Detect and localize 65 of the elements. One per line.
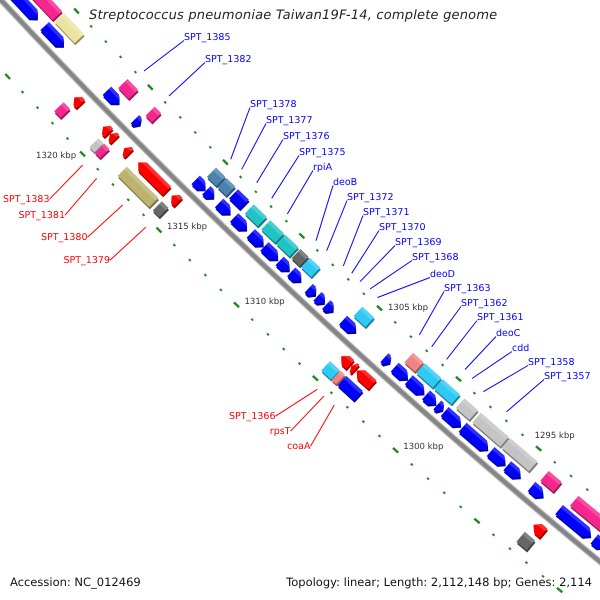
gene-label: SPT_1357 <box>544 372 590 382</box>
leader-line <box>110 226 146 261</box>
gene-label: SPT_1366 <box>229 412 276 422</box>
gene-label: SPT_1379 <box>64 256 110 266</box>
scale-label: 1300 kbp <box>403 443 444 452</box>
leader-line <box>326 200 348 252</box>
leader-line <box>87 204 124 238</box>
gene-label: deoC <box>496 329 520 340</box>
gene-label: SPT_1361 <box>477 313 524 324</box>
leader-line <box>271 155 300 199</box>
gene-label: SPT_1382 <box>205 55 252 66</box>
gene-label: SPT_1385 <box>184 33 230 44</box>
gene-label: coaA <box>287 442 310 452</box>
leader-line <box>168 62 206 96</box>
leader-line <box>286 170 314 214</box>
leader-line <box>377 277 430 298</box>
leader-line <box>506 379 544 412</box>
scale-label: 1305 kbp <box>388 304 428 313</box>
gene-label: SPT_1376 <box>283 132 330 142</box>
leader-line <box>446 320 478 360</box>
leader-line <box>360 245 396 282</box>
leader-line <box>290 396 324 432</box>
gene-label: SPT_1383 <box>3 195 50 206</box>
scale-label: 1320 kbp <box>36 152 76 162</box>
gene-label: SPT_1368 <box>412 253 458 264</box>
scale-label: 1310 kbp <box>244 298 285 308</box>
scale-label: 1315 kbp <box>167 223 208 233</box>
gene-label: SPT_1362 <box>461 299 508 310</box>
leader-line <box>431 306 462 348</box>
gene-label: SPT_1372 <box>347 193 394 204</box>
leader-line <box>418 291 444 336</box>
gene-label: deoB <box>333 178 358 188</box>
leader-line <box>241 123 266 170</box>
leader-line <box>256 139 284 184</box>
gene-label: SPT_1363 <box>444 284 490 294</box>
gene-label: SPT_1380 <box>41 233 88 244</box>
gene-label: SPT_1371 <box>363 208 410 218</box>
gene-label: SPT_1369 <box>395 238 442 248</box>
diagram-title: Streptococcus pneumoniae Taiwan19F-14, complete genome <box>89 9 498 24</box>
leader-line <box>275 388 318 417</box>
leader-line <box>342 215 364 266</box>
scale-label: 1295 kbp <box>534 432 575 441</box>
leader-line <box>351 230 380 274</box>
gene-label: cdd <box>512 344 530 354</box>
leader-line <box>472 351 512 379</box>
leader-line <box>144 40 184 72</box>
gene-label: rpiA <box>313 163 332 174</box>
gene-label: SPT_1378 <box>250 100 296 110</box>
gene-label: deoD <box>430 270 456 280</box>
gene-label: SPT_1358 <box>528 358 574 368</box>
gene-label: rpsT <box>270 427 290 438</box>
genome-stats-text: Topology: linear; Length: 2,112,148 bp; Genes: 2,114 <box>286 576 592 589</box>
leader-line <box>370 260 412 290</box>
leader-line <box>310 404 335 447</box>
gene-label: SPT_1381 <box>18 211 65 222</box>
leader-line <box>316 185 334 242</box>
leader-line <box>64 178 98 216</box>
leader-line <box>230 107 250 160</box>
leader-line <box>49 164 84 200</box>
leader-line <box>464 336 496 370</box>
gene-label: SPT_1370 <box>379 223 426 234</box>
gene-label: SPT_1377 <box>266 116 312 126</box>
leader-line <box>482 365 528 392</box>
gene-label: SPT_1375 <box>299 148 346 158</box>
accession-text: Accession: NC_012469 <box>10 576 141 589</box>
